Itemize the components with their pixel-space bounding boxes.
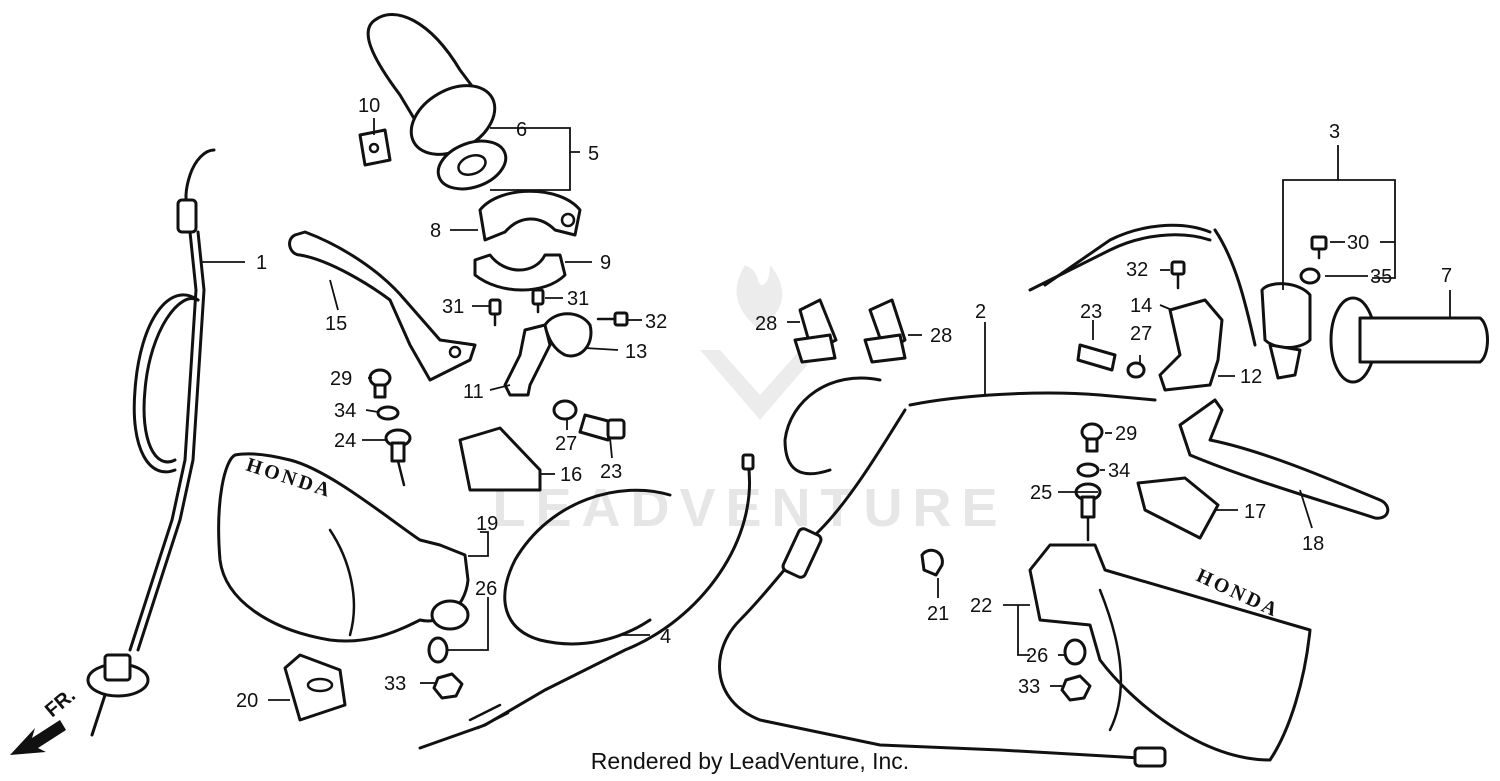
callout-17: 17 — [1244, 501, 1266, 523]
part-32-screw-left — [596, 311, 629, 327]
part-27-nut-left — [552, 399, 578, 421]
callout-5: 5 — [588, 143, 599, 165]
callout-33-right: 33 — [1018, 676, 1040, 698]
part-9-throttle-housing-lower — [473, 253, 567, 292]
part-26-collar-left — [427, 636, 449, 664]
callout-31-left: 31 — [442, 296, 464, 318]
part-3-switch-assembly — [1260, 282, 1312, 380]
part-5-throttle-grip — [366, 12, 508, 191]
callout-24: 24 — [334, 430, 356, 452]
front-direction-label: FR. — [41, 684, 80, 722]
part-20-handguard-bracket-left — [283, 653, 347, 722]
callout-11: 11 — [463, 381, 484, 403]
watermark-text: LEADVENTURE — [492, 478, 1007, 538]
callout-6: 6 — [516, 119, 527, 141]
callout-23-right: 23 — [1080, 301, 1102, 323]
part-30-screw — [1310, 235, 1328, 260]
part-33-nut-right — [1060, 674, 1092, 702]
part-4-clutch-cable — [418, 453, 755, 750]
callout-32-right: 32 — [1126, 259, 1148, 281]
callout-1: 1 — [256, 252, 267, 274]
callout-2: 2 — [975, 301, 986, 323]
callout-3: 3 — [1329, 121, 1340, 143]
part-16-dust-cover — [458, 426, 542, 492]
callout-9: 9 — [600, 252, 611, 274]
part-34-washer-left — [376, 405, 400, 421]
callout-28-left: 28 — [755, 313, 777, 335]
callout-34-left: 34 — [334, 400, 356, 422]
part-17-dust-cover-right — [1136, 476, 1220, 540]
part-13-clamp — [543, 312, 593, 358]
part-15-brake-lever-left — [288, 230, 477, 382]
part-29-bolt-right — [1080, 422, 1104, 453]
part-25-pivot-bolt — [1074, 482, 1102, 542]
part-21-clip — [920, 548, 944, 577]
watermark: LEADVENTURE — [492, 265, 1007, 538]
part-23-adjuster-left — [578, 413, 626, 442]
callout-33-left: 33 — [384, 673, 406, 695]
callout-31-right: 31 — [567, 288, 589, 310]
part-23-adjuster-right — [1076, 343, 1117, 372]
callout-15: 15 — [325, 313, 347, 335]
callout-22: 22 — [970, 595, 992, 617]
callout-numbers: 1 2 3 4 5 6 7 8 9 10 11 12 13 14 15 16 1… — [236, 95, 1452, 712]
callout-13: 13 — [625, 341, 647, 363]
part-33-nut-left — [432, 672, 464, 700]
callout-34-right: 34 — [1108, 460, 1130, 482]
part-28-band-b — [863, 298, 907, 364]
callout-30: 30 — [1347, 232, 1369, 254]
part-7-grip-right — [1329, 296, 1489, 384]
callout-28-right: 28 — [930, 325, 952, 347]
callout-10: 10 — [358, 95, 380, 117]
callout-26-right: 26 — [1026, 645, 1048, 667]
callout-27-left: 27 — [555, 433, 577, 455]
part-32-screw-right — [1170, 260, 1186, 290]
callout-7: 7 — [1441, 265, 1452, 287]
callout-29-right: 29 — [1115, 423, 1137, 445]
callout-18: 18 — [1302, 533, 1324, 555]
part-26-collar-right — [1063, 638, 1087, 666]
part-14-lever-bracket-right — [1158, 298, 1224, 392]
callout-23-left: 23 — [600, 461, 622, 483]
part-31-screw-b — [531, 288, 545, 314]
callout-26-left: 26 — [475, 578, 497, 600]
callout-20: 20 — [236, 690, 258, 712]
callout-8: 8 — [430, 220, 441, 242]
part-18-clutch-lever — [1178, 398, 1390, 520]
part-35-nut — [1299, 267, 1321, 285]
part-27-nut-right — [1126, 361, 1146, 379]
callout-32-left: 32 — [645, 311, 667, 333]
part-28-band-a — [793, 298, 838, 364]
callout-4: 4 — [660, 626, 671, 648]
part-19-handguard-left: HONDA — [217, 452, 470, 643]
part-29-bolt-left — [368, 368, 392, 399]
part-switch-wires — [1028, 223, 1257, 347]
part-8-throttle-housing-upper — [478, 189, 582, 242]
callout-19: 19 — [476, 513, 498, 535]
part-1-throttle-cable — [86, 148, 216, 737]
callout-27-right: 27 — [1130, 323, 1152, 345]
callout-29-left: 29 — [330, 368, 352, 390]
callout-12: 12 — [1240, 366, 1262, 388]
render-credit: Rendered by LeadVenture, Inc. — [590, 748, 910, 774]
front-direction-arrow: FR. — [10, 684, 80, 755]
callout-35: 35 — [1370, 266, 1392, 288]
callout-16: 16 — [560, 464, 582, 486]
leader-lines — [200, 118, 1451, 701]
callout-14: 14 — [1130, 295, 1152, 317]
callout-21: 21 — [927, 603, 949, 625]
part-24-pivot-bolt — [384, 428, 412, 487]
part-31-screw-a — [488, 298, 502, 327]
part-2-brake-cable — [718, 376, 1167, 768]
callout-25: 25 — [1030, 482, 1052, 504]
part-34-washer-right — [1076, 462, 1100, 478]
part-11-lever-bracket — [503, 323, 552, 397]
part-10-clip — [358, 128, 392, 167]
